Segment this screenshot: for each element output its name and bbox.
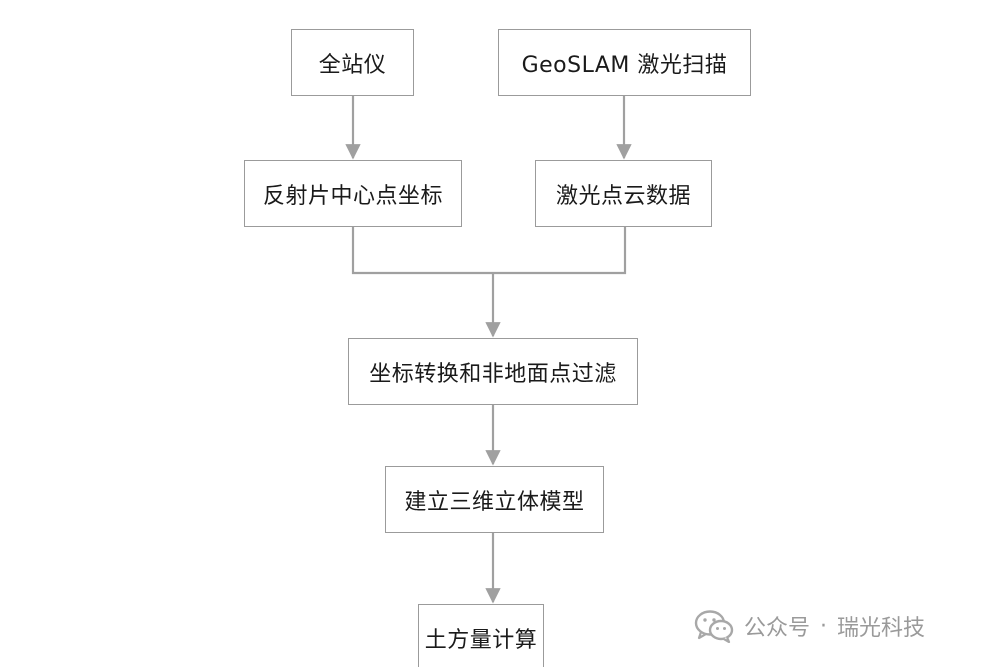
node-total-station: 全站仪 bbox=[291, 29, 414, 96]
node-transform-label: 坐标转换和非地面点过滤 bbox=[369, 361, 617, 387]
node-reflector-center-coordinates: 反射片中心点坐标 bbox=[244, 160, 462, 227]
node-geoslam-label: GeoSLAM 激光扫描 bbox=[521, 52, 728, 78]
wechat-icon bbox=[694, 610, 734, 643]
watermark-account-name: 瑞光科技 bbox=[837, 616, 926, 641]
node-earthwork-label: 土方量计算 bbox=[424, 627, 538, 653]
watermark-separator: · bbox=[820, 613, 828, 639]
node-model-label: 建立三维立体模型 bbox=[404, 489, 585, 515]
watermark-account-prefix: 公众号 bbox=[744, 616, 811, 641]
wechat-watermark: 公众号 · 瑞光科技 bbox=[694, 606, 925, 646]
merge-connector bbox=[351, 227, 627, 275]
node-total-station-label: 全站仪 bbox=[318, 52, 387, 78]
node-geoslam-scanning: GeoSLAM 激光扫描 bbox=[498, 29, 751, 96]
node-laser-point-cloud: 激光点云数据 bbox=[535, 160, 712, 227]
node-reflector-label: 反射片中心点坐标 bbox=[262, 183, 443, 209]
node-pointcloud-label: 激光点云数据 bbox=[555, 183, 691, 209]
node-build-3d-model: 建立三维立体模型 bbox=[385, 466, 604, 533]
node-earthwork-calculation: 土方量计算 bbox=[418, 604, 544, 667]
node-coordinate-transform-filter: 坐标转换和非地面点过滤 bbox=[348, 338, 638, 405]
